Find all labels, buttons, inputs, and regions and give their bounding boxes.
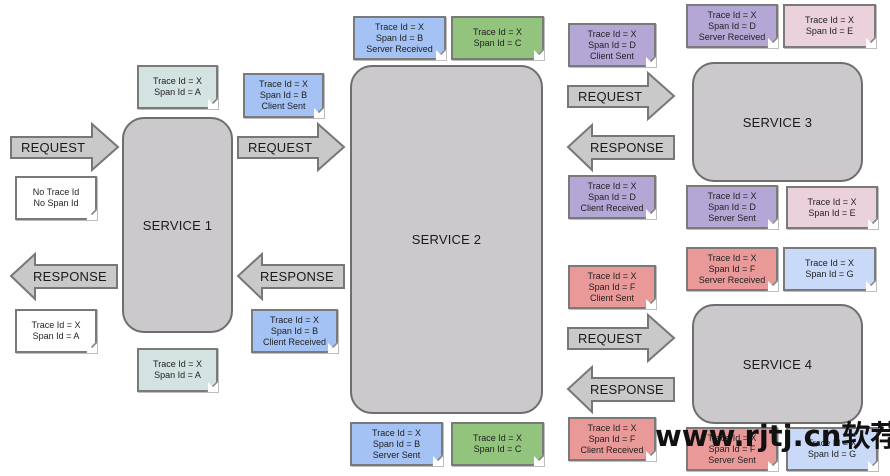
note-line: Server Sent [372, 449, 421, 460]
note-line: Span Id = C [473, 444, 522, 454]
note-line: Span Id = B [372, 438, 421, 449]
note-line: Client Sent [589, 292, 635, 303]
note-line: Trace Id = X [473, 433, 522, 443]
note-line: Trace Id = X [270, 314, 319, 325]
service-1-box: SERVICE 1 [122, 117, 233, 333]
note-line: Trace Id = X [707, 432, 757, 443]
note-line: Trace Id = X [805, 258, 854, 268]
note-line: Trace Id = X [587, 422, 637, 433]
response-arrow-from-service-2 [236, 251, 345, 302]
note-line: Span Id = D [588, 191, 636, 202]
note-line: Client Received [580, 444, 644, 455]
note-line: Span Id = C [473, 38, 522, 48]
service-4-label: SERVICE 4 [742, 356, 813, 372]
note-line: Trace Id = X [807, 196, 857, 207]
note-line: Span Id = D [708, 20, 756, 31]
note-line: Span Id = A [154, 87, 201, 97]
note-line: Trace Id = X [259, 79, 308, 89]
request-arrow-into-service-3 [567, 70, 676, 122]
note-line: Client Sent [261, 101, 306, 111]
note-line: Span Id = D [588, 39, 636, 50]
note-line: Span Id = B [259, 90, 308, 100]
note-line: Client Received [262, 336, 327, 347]
note-line: No Span Id [33, 198, 79, 208]
request-arrow-into-service-2 [237, 121, 346, 173]
note-line: Span Id = E [808, 207, 856, 218]
watermark-text: www.rjtj.cn软荐网 [655, 419, 890, 453]
service-3-box: SERVICE 3 [692, 62, 863, 182]
note-line: Server Received [698, 31, 766, 42]
note-line: Trace Id = X [707, 190, 757, 201]
note-line: Trace Id = X [587, 270, 637, 281]
note-line: Client Sent [589, 50, 635, 61]
note-line: Span Id = G [805, 269, 854, 279]
note-line: Span Id = B [375, 32, 424, 43]
note-line: Client Received [580, 202, 644, 213]
service-1-label: SERVICE 1 [142, 217, 213, 233]
response-arrow-from-service-4 [566, 364, 675, 415]
note-line: Trace Id = X [372, 427, 421, 438]
note-line: Trace Id = X [587, 28, 637, 39]
note-line: Trace Id = X [707, 9, 757, 20]
note-line: Trace Id = X [473, 27, 522, 37]
note-line: Span Id = F [708, 443, 756, 454]
note-line: Trace Id = X [375, 21, 424, 32]
note-line: Trace Id = X [153, 359, 202, 369]
response-arrow-from-service-3 [566, 122, 675, 173]
request-arrow-into-service-1 [10, 121, 120, 173]
note-line: Trace Id = X [31, 320, 81, 330]
service-2-box: SERVICE 2 [350, 65, 543, 414]
note-line: Span Id = F [708, 263, 756, 274]
note-line: Span Id = G [807, 449, 857, 459]
note-line: Trace Id = X [805, 15, 854, 25]
note-line: Trace Id = X [587, 180, 637, 191]
note-line: Trace Id = X [707, 252, 757, 263]
response-arrow-from-service-1 [9, 251, 118, 302]
note-line: Server Received [366, 43, 433, 54]
note-line: No Trace Id [32, 187, 80, 197]
note-line: Span Id = F [588, 281, 636, 292]
note-line: Trace Id = X [807, 438, 857, 448]
note-line: Span Id = A [154, 370, 201, 380]
service-4-box: SERVICE 4 [692, 304, 863, 424]
note-line: Span Id = E [805, 26, 854, 36]
service-3-label: SERVICE 3 [742, 114, 813, 130]
note-line: Span Id = A [32, 331, 80, 341]
service-2-label: SERVICE 2 [411, 232, 482, 247]
note-line: Server Received [698, 274, 766, 285]
note-line: Span Id = B [270, 325, 319, 336]
note-line: Span Id = D [708, 201, 756, 212]
note-line: Trace Id = X [153, 76, 202, 86]
request-arrow-into-service-4 [567, 312, 676, 364]
note-line: Span Id = F [588, 433, 636, 444]
note-line: Server Sent [708, 454, 756, 465]
note-line: Server Sent [708, 212, 756, 223]
